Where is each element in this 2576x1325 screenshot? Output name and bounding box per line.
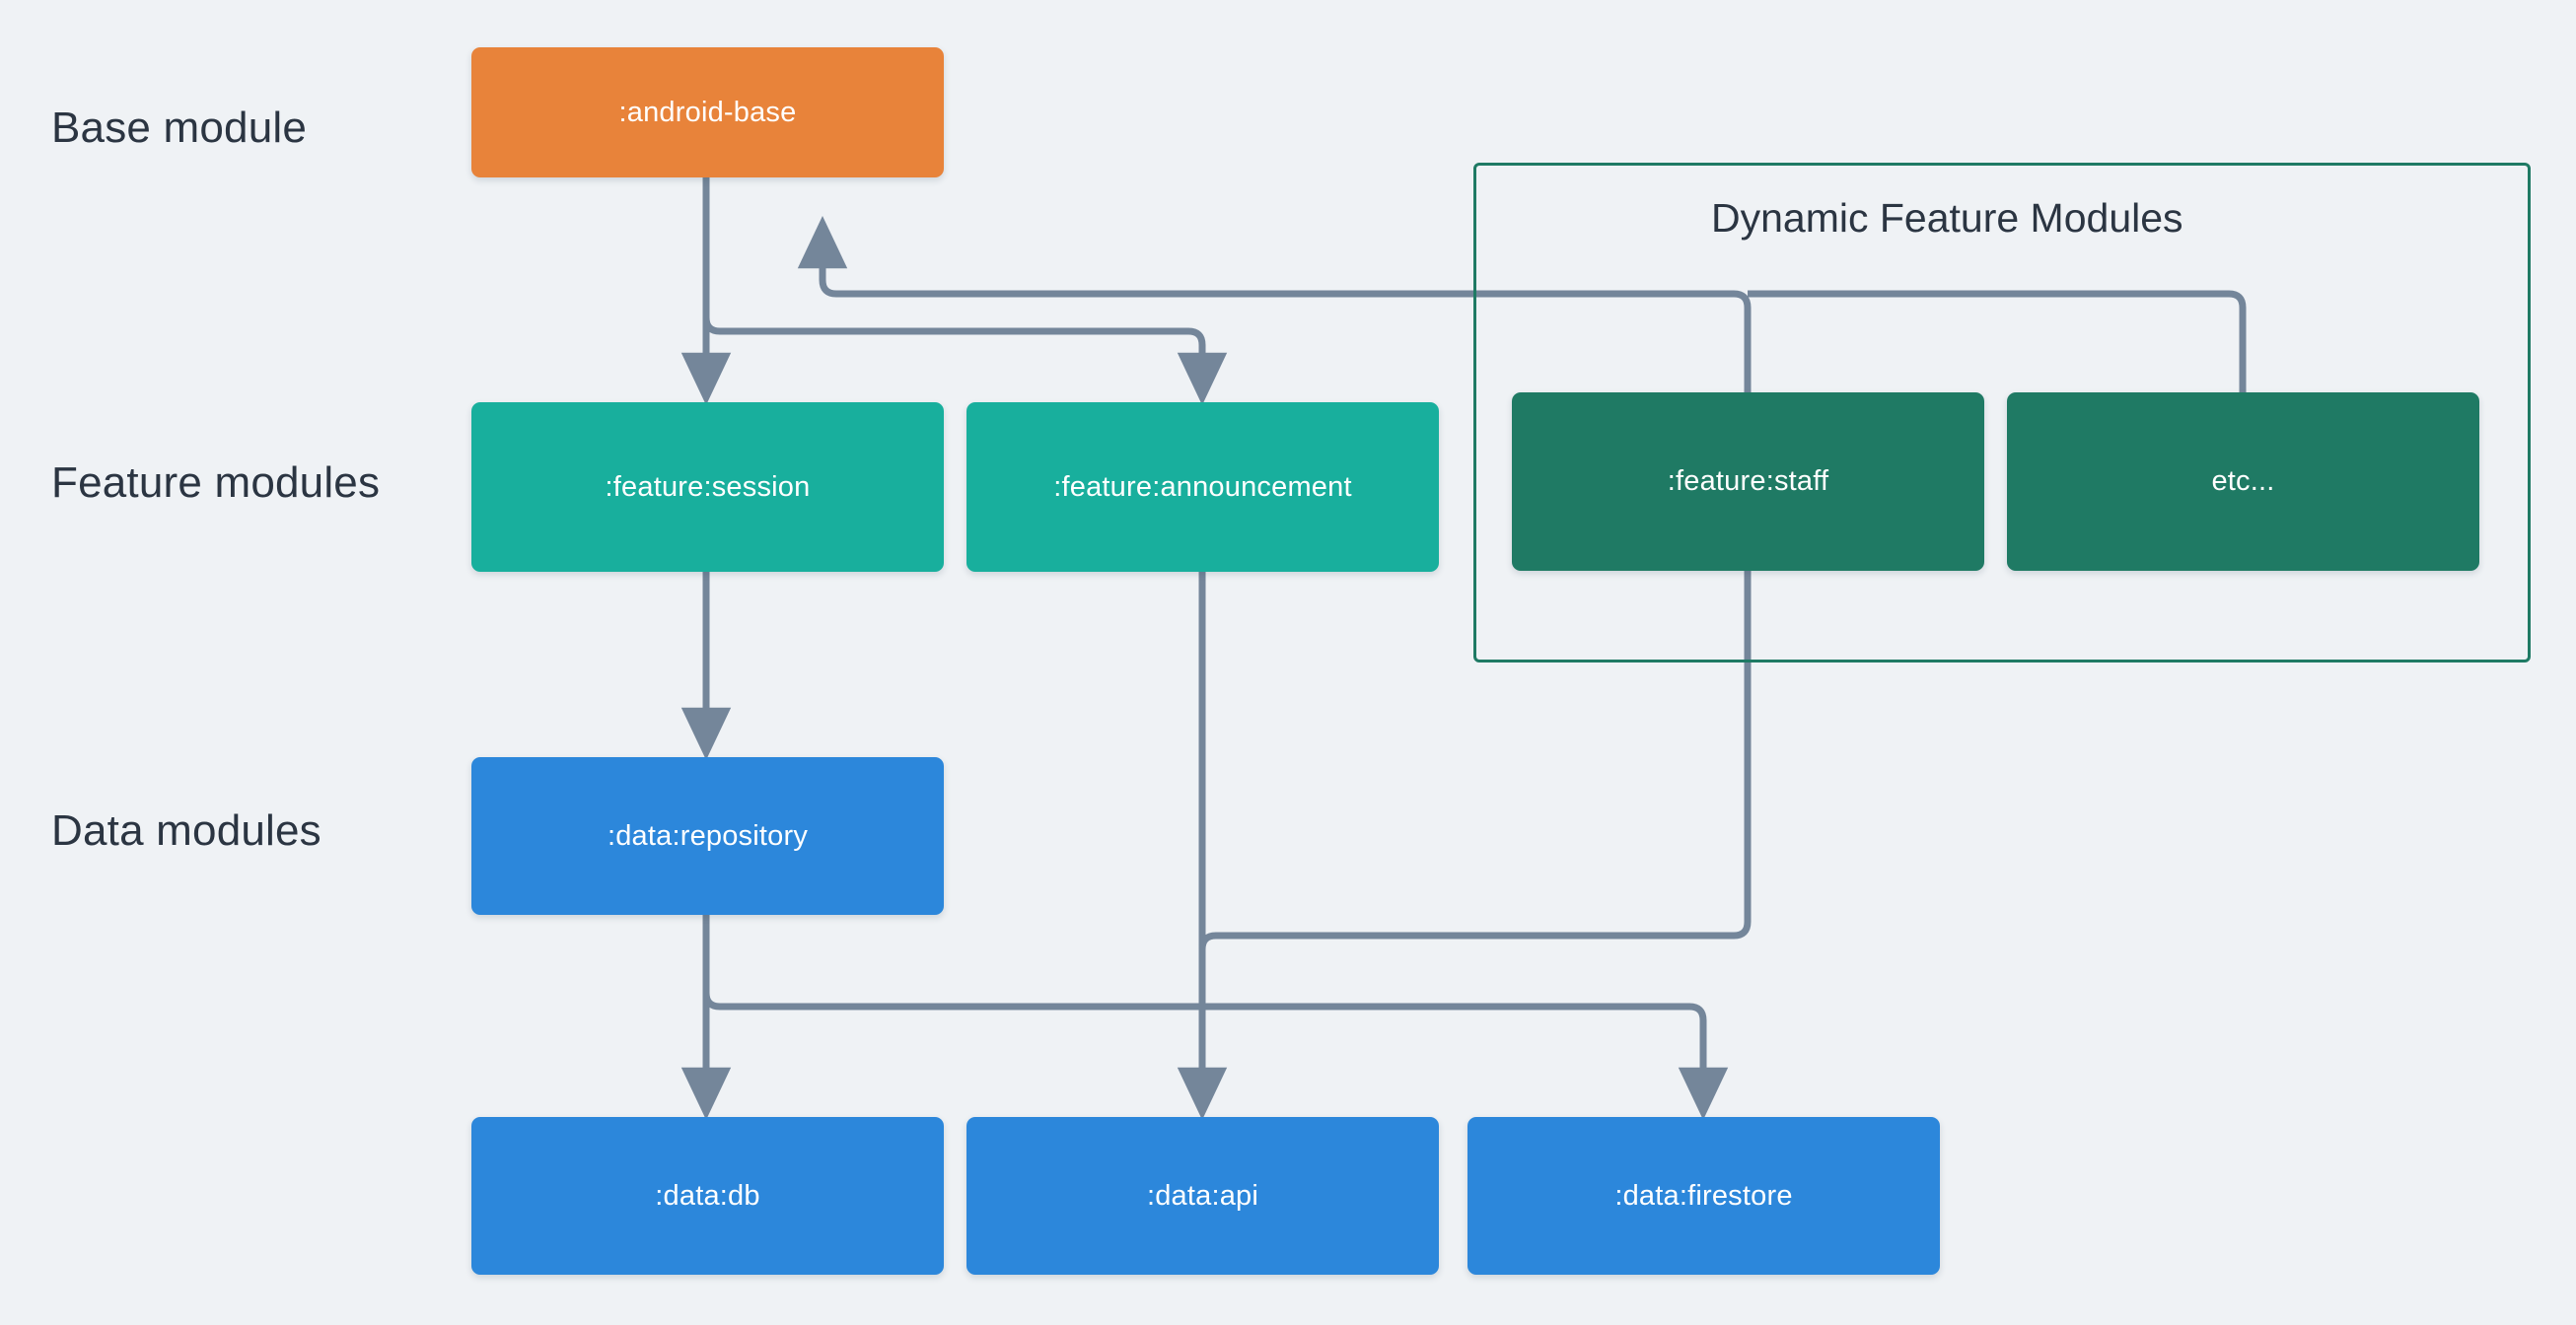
dynamic-feature-modules-title: Dynamic Feature Modules xyxy=(1711,195,2183,241)
node-feature-session[interactable]: :feature:session xyxy=(471,402,944,572)
node-data-db[interactable]: :data:db xyxy=(471,1117,944,1275)
row-label-data-modules: Data modules xyxy=(51,806,322,855)
dynamic-feature-modules-group xyxy=(1473,163,2531,662)
node-feature-announcement[interactable]: :feature:announcement xyxy=(966,402,1439,572)
node-data-firestore[interactable]: :data:firestore xyxy=(1467,1117,1940,1275)
edge-base-to-announcement xyxy=(702,177,1228,406)
node-feature-staff[interactable]: :feature:staff xyxy=(1512,392,1984,571)
node-android-base[interactable]: :android-base xyxy=(471,47,944,177)
node-feature-etc[interactable]: etc... xyxy=(2007,392,2479,571)
row-label-feature-modules: Feature modules xyxy=(51,458,381,507)
node-data-api[interactable]: :data:api xyxy=(966,1117,1439,1275)
row-label-base-module: Base module xyxy=(51,104,308,152)
edge-repository-to-firestore xyxy=(702,915,1729,1121)
node-data-repository[interactable]: :data:repository xyxy=(471,757,944,915)
